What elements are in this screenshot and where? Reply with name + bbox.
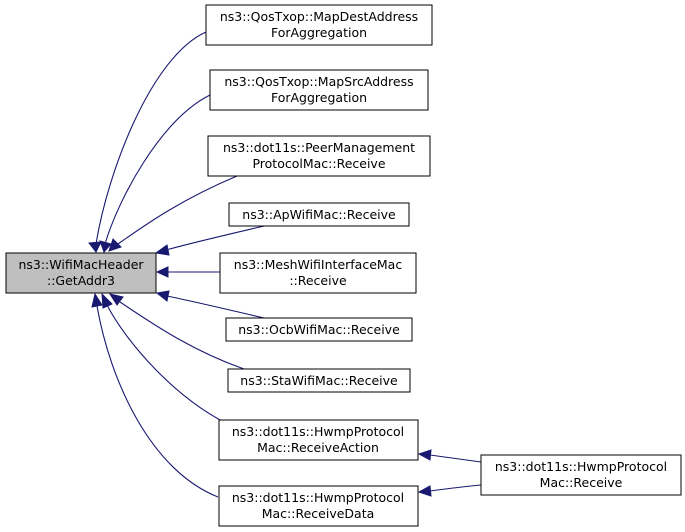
caller-node-label-line2: Mac::Receive <box>540 475 623 490</box>
caller-node-label-line1: ns3::dot11s::HwmpProtocol <box>495 459 667 474</box>
edge-n3-root-arrowhead <box>108 238 122 252</box>
caller-node-n10[interactable]: ns3::dot11s::HwmpProtocol Mac::Receive <box>480 454 682 496</box>
caller-node-box <box>225 317 413 342</box>
edge-n1-root <box>95 31 207 245</box>
edge-n3-root <box>117 175 238 245</box>
edge-n4-root <box>165 225 265 251</box>
caller-node-label-line1: ns3::QosTxop::MapDestAddress <box>220 9 418 24</box>
caller-node-box <box>209 69 429 111</box>
caller-node-n3[interactable]: ns3::dot11s::PeerManagement ProtocolMac:… <box>207 135 431 177</box>
caller-node-label-line1: ns3::StaWifiMac::Receive <box>240 373 398 388</box>
edge-n1-root-arrowhead <box>88 241 102 253</box>
caller-node-label-line2: Mac::ReceiveAction <box>257 440 379 455</box>
edge-n10-n8-arrowhead <box>417 449 432 461</box>
edge-n8-root <box>106 304 235 428</box>
caller-node-label-line1: ns3::dot11s::HwmpProtocol <box>232 424 404 439</box>
edge-n7-root <box>119 301 245 370</box>
caller-node-label-line2: Mac::ReceiveData <box>262 506 375 521</box>
caller-node-label-line2: ForAggregation <box>271 90 367 105</box>
edge-n8-root-arrowhead <box>101 292 113 309</box>
caller-node-label-line2: ProtocolMac::Receive <box>252 156 385 171</box>
caller-node-box <box>218 485 419 527</box>
caller-node-box <box>205 4 433 46</box>
root-node[interactable]: ns3::WifiMacHeader ::GetAddr3 <box>5 252 157 294</box>
root-node-label-line1: ns3::WifiMacHeader <box>18 257 144 272</box>
caller-node-label-line1: ns3::dot11s::PeerManagement <box>223 140 415 155</box>
root-node-label-line2: ::GetAddr3 <box>47 273 115 288</box>
caller-node-n9[interactable]: ns3::dot11s::HwmpProtocol Mac::ReceiveDa… <box>218 485 419 527</box>
caller-node-box <box>227 368 411 393</box>
caller-node-n1[interactable]: ns3::QosTxop::MapDestAddress ForAggregat… <box>205 4 433 46</box>
caller-node-n6[interactable]: ns3::OcbWifiMac::Receive <box>225 317 413 342</box>
caller-node-label-line1: ns3::ApWifiMac::Receive <box>242 207 396 222</box>
caller-node-label-line1: ns3::MeshWifiInterfaceMac <box>234 257 403 272</box>
edge-n5-root-arrowhead <box>155 266 169 278</box>
caller-node-label-line1: ns3::dot11s::HwmpProtocol <box>232 490 404 505</box>
caller-node-box <box>480 454 682 496</box>
caller-node-box <box>218 419 419 461</box>
caller-node-n4[interactable]: ns3::ApWifiMac::Receive <box>228 202 410 227</box>
edge-n6-root <box>166 295 265 319</box>
caller-node-n7[interactable]: ns3::StaWifiMac::Receive <box>227 368 411 393</box>
caller-node-label-line2: ForAggregation <box>271 25 367 40</box>
edge-n10-n9-arrowhead <box>417 485 432 497</box>
caller-node-box <box>219 252 417 294</box>
edge-n2-root <box>104 94 211 245</box>
edge-n6-root-arrowhead <box>155 290 170 302</box>
edge-n7-root-arrowhead <box>108 293 124 306</box>
edge-n9-root-arrowhead <box>91 292 103 308</box>
caller-node-box <box>207 135 431 177</box>
caller-node-n5[interactable]: ns3::MeshWifiInterfaceMac ::Receive <box>219 252 417 294</box>
edge-n10-n8 <box>429 454 482 463</box>
caller-node-n2[interactable]: ns3::QosTxop::MapSrcAddress ForAggregati… <box>209 69 429 111</box>
edge-n10-n9 <box>429 484 482 492</box>
edge-n2-root-arrowhead <box>99 240 112 253</box>
caller-node-label-line2: ::Receive <box>289 273 347 288</box>
caller-node-box <box>228 202 410 227</box>
edge-n9-root <box>96 305 219 498</box>
root-node-box <box>5 252 157 294</box>
edges <box>88 31 482 498</box>
caller-node-n8[interactable]: ns3::dot11s::HwmpProtocol Mac::ReceiveAc… <box>218 419 419 461</box>
edge-n4-root-arrowhead <box>154 244 170 256</box>
caller-node-label-line1: ns3::QosTxop::MapSrcAddress <box>224 74 413 89</box>
caller-node-label-line1: ns3::OcbWifiMac::Receive <box>238 322 400 337</box>
